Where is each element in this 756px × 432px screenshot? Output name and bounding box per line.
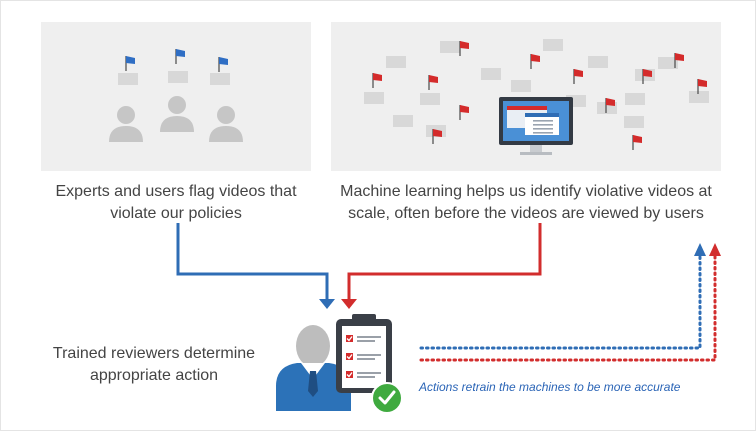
video-tile [393, 115, 413, 127]
red-flag-icon [605, 98, 615, 113]
machine-learning-panel [331, 22, 721, 171]
retrain-arrowhead-blue [694, 243, 706, 256]
video-tile [624, 116, 644, 128]
check-circle-icon [371, 382, 403, 414]
video-tile [420, 93, 440, 105]
video-tile [118, 73, 138, 85]
red-flag-icon [697, 79, 707, 94]
red-flag-icon [642, 69, 652, 84]
video-tile [481, 68, 501, 80]
video-tile [543, 39, 563, 51]
blue-flag-icon [125, 56, 135, 71]
video-tile [386, 56, 406, 68]
video-tile [689, 91, 709, 103]
retrain-caption: Actions retrain the machines to be more … [419, 380, 681, 394]
red-flag-icon [530, 54, 540, 69]
video-tile [440, 41, 460, 53]
reviewers-caption: Trained reviewers determine appropriate … [52, 345, 256, 384]
red-flag-icon [573, 69, 583, 84]
red-flag-icon [372, 73, 382, 88]
reviewer-person-icon [276, 325, 351, 411]
user-silhouette-icon [209, 106, 243, 142]
video-tile [625, 93, 645, 105]
video-tile [588, 56, 608, 68]
retrain-loop-red [419, 254, 717, 362]
monitor-icon [499, 97, 573, 155]
red-flag-icon [432, 129, 442, 144]
red-flag-icon [459, 105, 469, 120]
red-flag-icon [428, 75, 438, 90]
human-path-arrowhead [319, 299, 335, 309]
user-silhouette-icon [160, 96, 194, 132]
retrain-loop-blue [419, 254, 702, 350]
user-silhouette-icon [109, 106, 143, 142]
red-flag-icon [674, 53, 684, 68]
blue-flag-icon [175, 49, 185, 64]
machine-path-arrow [347, 223, 542, 301]
video-tile [168, 71, 188, 83]
video-tile [658, 57, 678, 69]
red-flag-icon [459, 41, 469, 56]
red-flag-icon [632, 135, 642, 150]
retrain-arrowhead-red [709, 243, 721, 256]
blue-flag-icon [218, 57, 228, 72]
clipboard-checklist-icon [336, 314, 392, 393]
video-tile [364, 92, 384, 104]
video-tile [511, 80, 531, 92]
video-tile [210, 73, 230, 85]
human-path-arrow [176, 223, 329, 301]
machine-path-arrowhead [341, 299, 357, 309]
machine-learning-caption: Machine learning helps us identify viola… [340, 183, 712, 222]
experts-caption: Experts and users flag videos that viola… [55, 183, 297, 222]
